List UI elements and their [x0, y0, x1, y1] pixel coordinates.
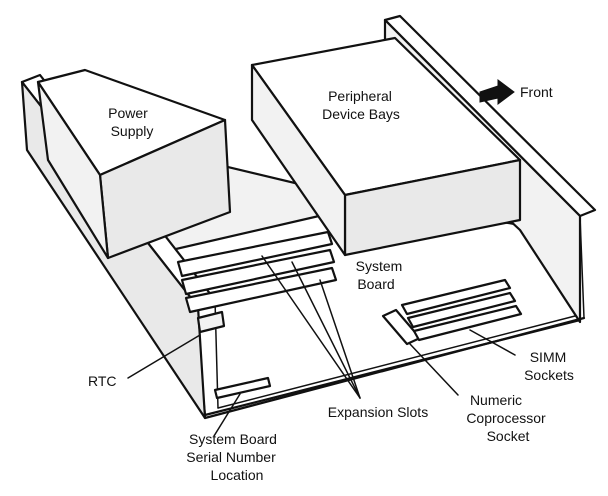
serial-number-label: System Board	[189, 431, 277, 447]
coprocessor-label-3: Socket	[487, 428, 530, 444]
rtc-chip	[196, 310, 226, 334]
peripheral-bays-label-2: Device Bays	[322, 106, 400, 122]
leader-expansion-1	[261, 255, 361, 399]
peripheral-bays-label: Peripheral	[328, 88, 392, 104]
power-supply-side	[36, 80, 110, 260]
serial-number-label-3: Location	[211, 467, 264, 483]
chassis-front-edge	[203, 316, 586, 420]
expansion-slot	[176, 230, 334, 278]
expansion-slots	[176, 230, 338, 314]
expansion-slot	[180, 248, 336, 296]
simm-sockets-label-2: Sockets	[524, 367, 574, 383]
chassis-front-edge-inner	[217, 315, 576, 409]
power-supply-label-2: Supply	[111, 123, 154, 139]
chassis-right-wall-inner	[579, 215, 585, 319]
leader-coprocessor	[409, 343, 459, 396]
leader-expansion-2	[291, 261, 361, 399]
leader-rtc	[127, 334, 201, 379]
expansion-slots-label: Expansion Slots	[328, 404, 428, 420]
system-board-label-2: Board	[357, 276, 394, 292]
leader-serial	[213, 393, 241, 437]
system-board-label: System	[356, 258, 403, 274]
expansion-slot	[184, 266, 338, 314]
front-label: Front	[520, 84, 553, 100]
simm-socket	[412, 304, 523, 342]
simm-sockets-label: SIMM	[530, 349, 567, 365]
rtc-label: RTC	[88, 373, 117, 389]
coprocessor-label-2: Coprocessor	[466, 410, 546, 426]
leader-expansion-3	[319, 279, 361, 399]
simm-socket	[400, 278, 512, 316]
serial-number-label-2: Serial Number	[186, 449, 276, 465]
power-supply-label: Power	[108, 105, 148, 121]
simm-sockets	[400, 278, 523, 342]
leader-simm	[469, 329, 516, 356]
simm-socket	[406, 291, 517, 329]
leader-lines	[127, 255, 516, 437]
peripheral-bays-side	[250, 63, 347, 257]
coprocessor-label: Numeric	[470, 392, 522, 408]
serial-number-plate	[213, 376, 272, 400]
arrow-right-icon	[479, 79, 515, 105]
